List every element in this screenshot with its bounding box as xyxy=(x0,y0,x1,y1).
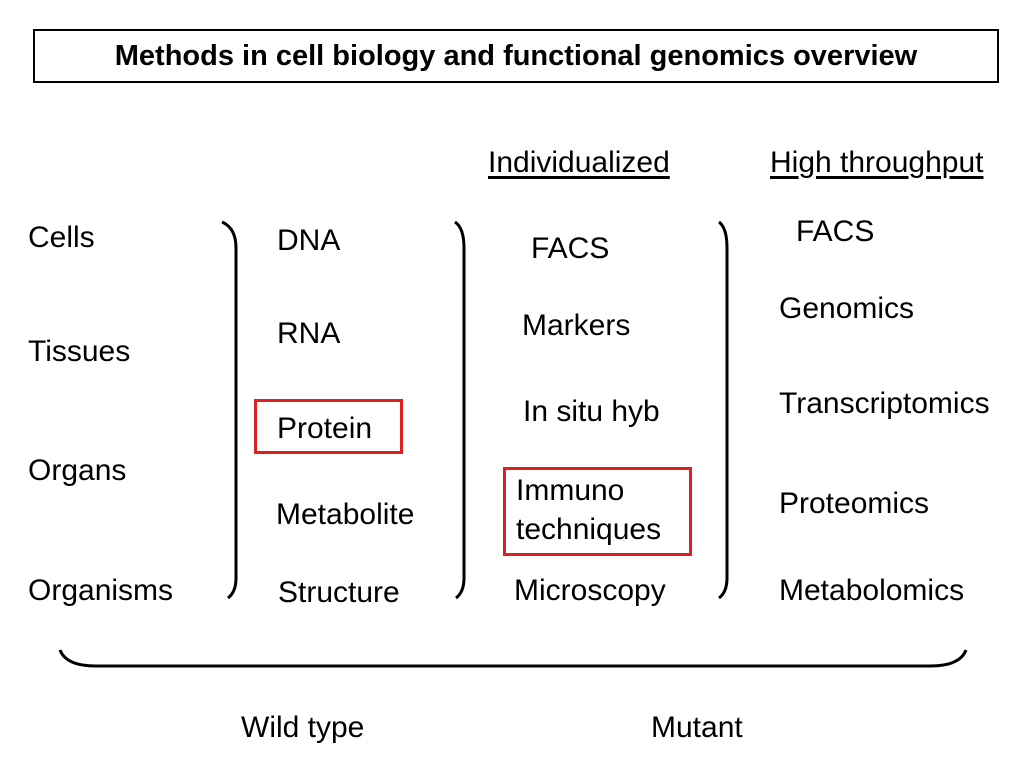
protein-highlight-box xyxy=(254,399,403,454)
molecule-metabolite: Metabolite xyxy=(276,498,415,531)
ind-techniques: techniques xyxy=(516,513,662,546)
ind-microscopy: Microscopy xyxy=(514,574,666,607)
molecule-dna: DNA xyxy=(277,224,341,257)
molecule-rna: RNA xyxy=(277,317,341,350)
ind-facs: FACS xyxy=(531,232,610,265)
molecule-protein: Protein xyxy=(277,412,373,445)
ind-in-situ-hyb: In situ hyb xyxy=(523,395,660,428)
level-organisms: Organisms xyxy=(28,574,174,607)
molecule-structure: Structure xyxy=(278,576,400,609)
ht-proteomics: Proteomics xyxy=(779,487,930,520)
level-cells: Cells xyxy=(28,221,95,254)
page-title: Methods in cell biology and functional g… xyxy=(114,39,918,72)
level-tissues: Tissues xyxy=(28,335,131,368)
ind-immuno: Immuno xyxy=(516,474,625,507)
header-high-throughput: High throughput xyxy=(770,146,984,179)
bracket-1 xyxy=(221,220,238,600)
ht-metabolomics: Metabolomics xyxy=(779,574,965,607)
label-mutant: Mutant xyxy=(651,711,743,744)
label-wild-type: Wild type xyxy=(241,711,365,744)
immuno-highlight-box xyxy=(503,467,692,556)
title-box: Methods in cell biology and functional g… xyxy=(33,29,999,83)
bracket-2 xyxy=(454,220,466,600)
ht-genomics: Genomics xyxy=(779,292,915,325)
ht-facs: FACS xyxy=(796,215,875,248)
bottom-brace xyxy=(58,649,968,668)
ht-transcriptomics: Transcriptomics xyxy=(779,387,990,420)
bracket-3 xyxy=(718,220,729,600)
ind-markers: Markers xyxy=(522,309,631,342)
header-individualized: Individualized xyxy=(488,146,670,179)
level-organs: Organs xyxy=(28,454,127,487)
